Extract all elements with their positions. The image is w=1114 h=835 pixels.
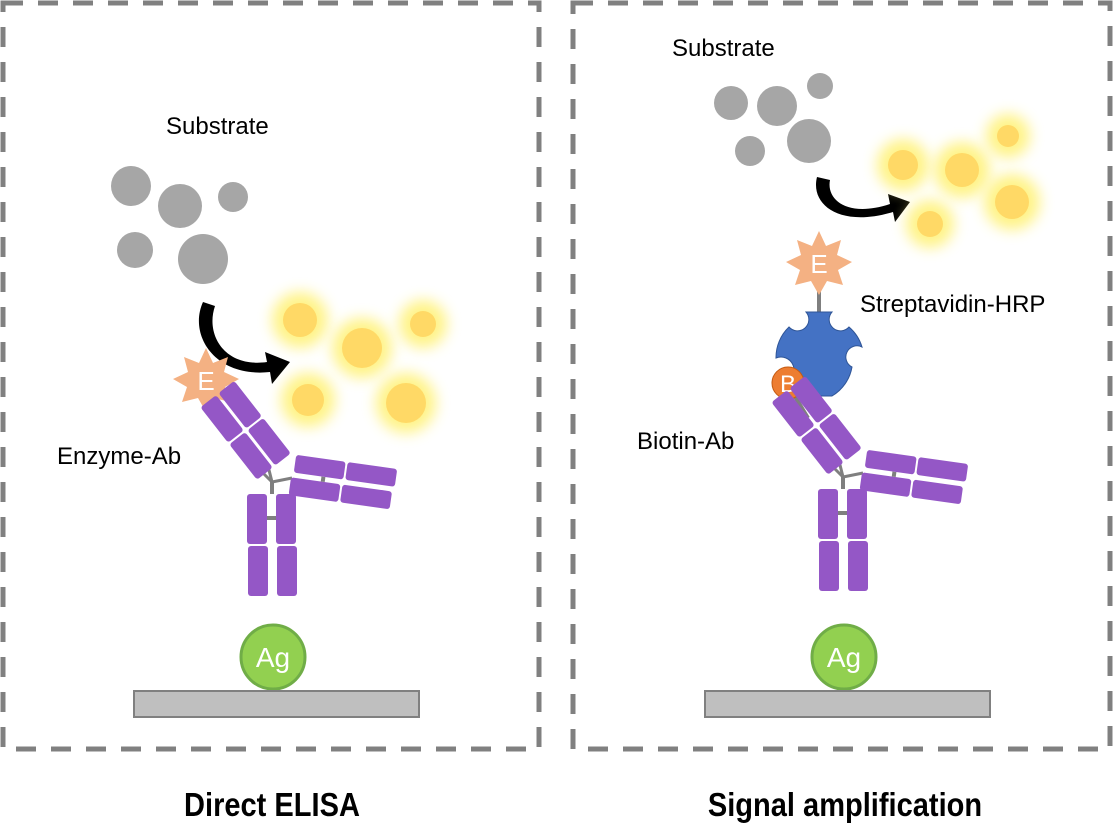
product-molecules [877,114,1040,248]
substrate-molecule [111,166,151,206]
enzyme-letter: E [810,249,827,279]
product-molecule [386,383,426,423]
panel-title-amplification: Signal amplification [708,786,982,823]
substrate-molecule [117,232,153,268]
substrate-molecule [714,86,748,120]
conjugate-label: Streptavidin-HRP [860,291,1045,318]
curved-arrow-icon [198,302,290,384]
substrate-molecule [787,119,831,163]
microplate-surface [704,690,991,718]
substrate-molecule [807,73,833,99]
substrate-molecule [735,136,765,166]
substrate-molecules [714,73,833,166]
enzyme: E [786,231,852,312]
antibody-label: Enzyme-Ab [57,443,181,470]
substrate-molecule [158,184,202,228]
product-molecule [888,150,918,180]
substrate-molecules [111,166,248,284]
product-molecule [997,125,1019,147]
substrate-molecule [757,86,797,126]
product-molecule [283,303,317,337]
substrate-label: Substrate [672,35,775,62]
reaction-arrow [198,302,290,384]
product-molecule [995,185,1029,219]
substrate-label: Substrate [166,113,269,140]
product-molecules [272,292,447,433]
antibody-label: Biotin-Ab [637,428,734,455]
panel-border-direct [0,0,542,752]
product-molecule [917,211,943,237]
antigen-letter: Ag [256,642,290,673]
panel-direct-elisa: Substrate E Enzyme- [57,113,447,718]
antigen-letter: Ag [827,642,861,673]
curved-arrow-icon [815,177,910,222]
biotin-antibody [769,373,971,593]
product-molecule [410,311,436,337]
microplate-surface [133,690,420,718]
substrate-molecule [178,234,228,284]
panel-title-direct: Direct ELISA [184,786,360,823]
substrate-molecule [218,182,248,212]
panel-border-amplification [570,0,1113,752]
product-molecule [342,328,382,368]
antigen: Ag [810,623,878,691]
enzyme-letter: E [197,366,214,396]
panel-signal-amplification: Substrate E Strepta [637,35,1045,718]
product-molecule [292,384,324,416]
reaction-arrow [815,177,910,222]
product-molecule [945,153,979,187]
antigen: Ag [239,623,307,691]
